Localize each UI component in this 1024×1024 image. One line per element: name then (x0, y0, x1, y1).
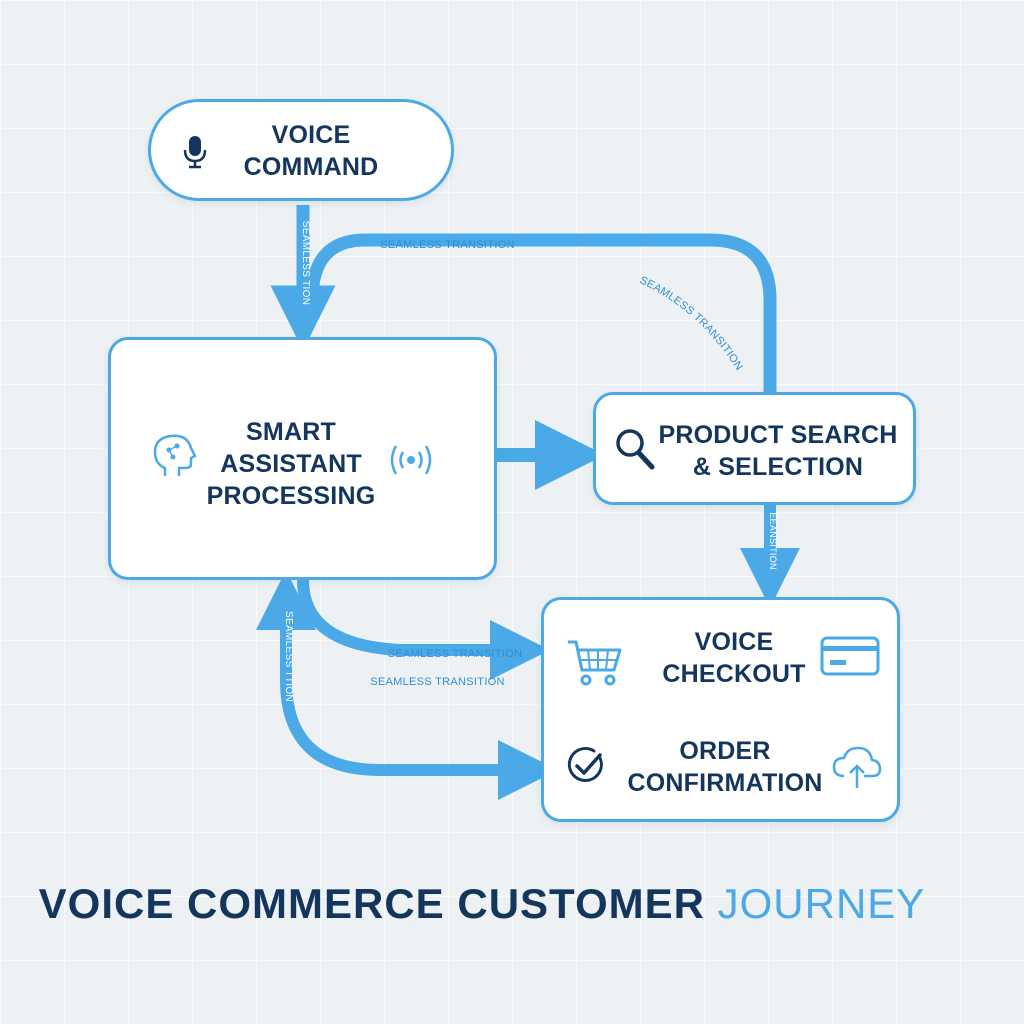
arrow-label-curve: SEAMLESS TRANSITION (638, 274, 745, 372)
arrow-label-return: SEAMLESS TTION (283, 611, 294, 702)
arrow-label-checkout-upper: SEAMLESS TRANSITION (388, 648, 523, 660)
smart-assistant-label: SMART ASSISTANT PROCESSING (206, 418, 376, 510)
order-confirmation-label: ORDER CONFIRMATION (627, 737, 823, 797)
product-search-label: PRODUCT SEARCH & SELECTION (658, 421, 898, 481)
arrow-label-search-down: EEANSITION (768, 512, 778, 570)
voice-checkout-label: VOICE CHECKOUT (662, 628, 806, 688)
cloud-upload-icon (832, 746, 882, 788)
magnifier-icon (616, 429, 655, 470)
ai-brain-icon (153, 434, 197, 476)
smart-assistant-node: SMART ASSISTANT PROCESSING (108, 337, 497, 580)
voice-command-node: VOICE COMMAND (148, 99, 454, 201)
checkmark-circle-icon (567, 746, 603, 782)
checkout-confirmation-node: VOICE CHECKOUT ORDER CONFIRMATION (541, 597, 900, 822)
arrow-confirmation-loop (256, 570, 540, 776)
arrow-label-top: SEAMLESS TRANSITION (380, 239, 515, 251)
arrow-search-loop (305, 233, 777, 392)
voice-command-label: VOICE COMMAND (243, 121, 379, 181)
shopping-cart-icon (568, 640, 622, 686)
title-part-1: VOICE COMMERCE CUSTOMER (38, 880, 705, 927)
arrow-label-checkout-lower: SEAMLESS TRANSITION (370, 676, 505, 688)
arrow-label-voice-down: SEAMLESS TION (300, 221, 311, 305)
microphone-icon (183, 136, 207, 169)
product-search-node: PRODUCT SEARCH & SELECTION (593, 392, 916, 505)
sound-waves-icon (390, 445, 432, 475)
page-title: VOICE COMMERCE CUSTOMER JOURNEY (0, 880, 964, 928)
title-part-2: JOURNEY (717, 880, 926, 927)
credit-card-icon (820, 636, 880, 676)
arrow-assistant-to-checkout (297, 579, 550, 680)
